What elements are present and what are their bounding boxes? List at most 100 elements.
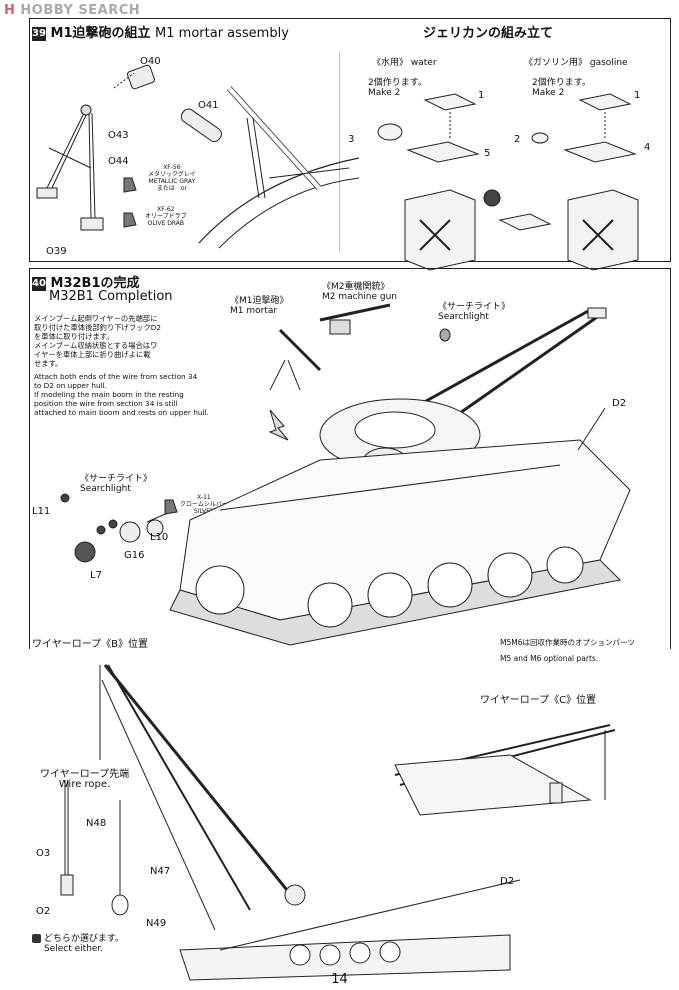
part-n48: N48 [86, 818, 107, 829]
select-note: どちらか選びます。 Select either. [32, 934, 124, 954]
gasoline-label: 《ガソリン用》 gasoline [524, 58, 628, 68]
step40-note-jp: メインブーム起倒ワイヤーの先端部に 取り付けた車体後部釣り下げフックD2 を車体… [34, 314, 161, 368]
water-part-1: 1 [478, 90, 485, 101]
note-jp-line: メインブーム収納状態とする場合はワ [34, 341, 158, 350]
paint-x11-jp: クロームシルバー [180, 501, 228, 508]
water-part-3: 3 [348, 134, 355, 145]
gasoline-label-en: gasoline [589, 58, 628, 68]
note-jp-line: メインブーム起倒ワイヤーの先端部に [34, 314, 158, 323]
searchlight-parts-drawing [60, 493, 178, 563]
part-o44: O44 [108, 156, 129, 167]
part-o41: O41 [198, 100, 219, 111]
m5m6-jp: M5M6は回収作業時のオプションパーツ [500, 638, 635, 647]
note-jp-line: せます。 [34, 359, 63, 368]
select-jp: どちらか選びます。 [43, 934, 124, 944]
gas-part-4: 4 [644, 142, 651, 153]
wire-tip-jp: ワイヤーロープ先端 [40, 769, 130, 780]
step39-divider [339, 52, 340, 252]
part-o2: O2 [36, 906, 51, 917]
searchlight-left-label: 《サーチライト》 Searchlight [80, 474, 152, 494]
mg-label: 《M2重機関銃》 M2 machine gun [322, 282, 397, 302]
step39-number: 39 [32, 26, 46, 41]
part-l11: L11 [32, 506, 51, 517]
part-o3: O3 [36, 848, 51, 859]
note-en-line: attached to main boom and rests on upper… [34, 408, 209, 417]
paint-x11-code: X-11 [197, 494, 211, 501]
wire-b-label: ワイヤーロープ《B》位置 [32, 639, 148, 650]
note-jp-line: 取り付けた車体後部釣り下げフックD2 [34, 323, 162, 332]
searchlight-top-label: 《サーチライト》 Searchlight [438, 302, 510, 322]
step40-note-en: Attach both ends of the wire from sectio… [34, 372, 209, 417]
water-make-jp: 2個作ります。 [368, 78, 427, 88]
wire-rope-c-drawing [394, 724, 616, 816]
wire-tip-label: ワイヤーロープ先端 Wire rope. [40, 770, 129, 790]
gas-part-1: 1 [634, 90, 641, 101]
gas-part-2: 2 [514, 134, 521, 145]
searchlight-left-jp: 《サーチライト》 [80, 474, 153, 484]
mortar-assembly-drawing [36, 64, 360, 249]
step40-title-en: M32B1 Completion [49, 289, 173, 304]
step40-panel [29, 268, 671, 649]
searchlight-left-en: Searchlight [80, 484, 131, 494]
note-jp-line: イヤーを車体上部に折り曲げよに載 [34, 350, 151, 359]
part-o43: O43 [108, 130, 129, 141]
water-label: 《水用》 water [372, 58, 437, 68]
water-label-jp: 《水用》 [372, 58, 409, 68]
part-l10: L10 [150, 532, 169, 543]
gasoline-make-jp: 2個作ります。 [532, 78, 591, 88]
note-en-line: to D2 on upper hull. [34, 381, 107, 390]
paint-xf62-jp: オリーブドラブ [145, 213, 187, 220]
watermark: H HOBBY SEARCH [4, 3, 140, 18]
select-icon [32, 934, 41, 943]
note-jp-line: を車体に取り付けます。 [34, 332, 114, 341]
gasoline-make: 2個作ります。 Make 2 [532, 78, 591, 98]
mortar-label-en: M1 mortar [230, 306, 278, 316]
step40-title-jp: M32B1の完成 [50, 276, 140, 291]
part-n47: N47 [150, 866, 171, 877]
wire-rope-b-drawing [60, 664, 521, 981]
wire-tip-en: Wire rope. [58, 779, 111, 790]
step39-title-jp: M1迫撃砲の組立 [50, 26, 151, 41]
mg-label-jp: 《M2重機関銃》 [322, 282, 390, 292]
step40-title: 40 M32B1の完成 [32, 272, 140, 291]
jerrycan-title: ジェリカンの組み立て [423, 26, 554, 41]
water-part-5: 5 [484, 148, 491, 159]
step40-number: 40 [32, 276, 46, 291]
mg-label-en: M2 machine gun [322, 292, 398, 302]
watermark-text: HOBBY SEARCH [20, 3, 141, 18]
searchlight-top-jp: 《サーチライト》 [438, 302, 511, 312]
note-en-line: position the wire from section 34 is sti… [34, 399, 178, 408]
mortar-label: 《M1迫撃砲》 M1 mortar [230, 296, 289, 316]
mortar-label-jp: 《M1迫撃砲》 [230, 296, 289, 306]
note-en-line: If modeling the main boom in the resting [34, 390, 184, 399]
water-make-en: Make 2 [368, 88, 401, 98]
watermark-logo: H [4, 3, 16, 18]
m5m6-en: M5 and M6 optional parts. [500, 654, 599, 663]
water-make: 2個作ります。 Make 2 [368, 78, 427, 98]
wire-c-label: ワイヤーロープ《C》位置 [480, 695, 597, 706]
part-l7: L7 [90, 570, 102, 581]
part-g16: G16 [124, 550, 145, 561]
gasoline-make-en: Make 2 [532, 88, 565, 98]
paint-x11: X-11 クロームシルバー SILVER [180, 494, 228, 515]
part-d2-tank: D2 [612, 398, 627, 409]
page-number: 14 [331, 972, 348, 987]
m5m6-note: M5M6は回収作業時のオプションパーツ M5 and M6 optional p… [500, 638, 635, 664]
paint-or: または or [156, 185, 187, 192]
paint-x11-en: SILVER [193, 508, 215, 515]
paint-xf56-code: XF-56 [163, 164, 181, 171]
step39-title: 39 M1迫撃砲の組立 M1 mortar assembly [32, 22, 289, 41]
part-n49: N49 [146, 918, 167, 929]
part-d2-wire: D2 [500, 876, 515, 887]
paint-xf62: XF-62 オリーブドラブ OLIVE DRAB [145, 206, 187, 227]
water-label-en: water [410, 58, 437, 68]
paint-xf62-en: OLIVE DRAB [147, 220, 185, 227]
paint-xf56: XF-56 メタリックグレイ METALLIC GRAY または or [148, 164, 196, 192]
m32b1-tank-drawing [169, 303, 631, 646]
select-en: Select either. [44, 944, 104, 954]
step39-panel [29, 18, 671, 262]
part-o40: O40 [140, 56, 161, 67]
paint-xf62-code: XF-62 [157, 206, 175, 213]
part-o39: O39 [46, 246, 67, 257]
paint-xf56-en: METALLIC GRAY [148, 178, 196, 185]
